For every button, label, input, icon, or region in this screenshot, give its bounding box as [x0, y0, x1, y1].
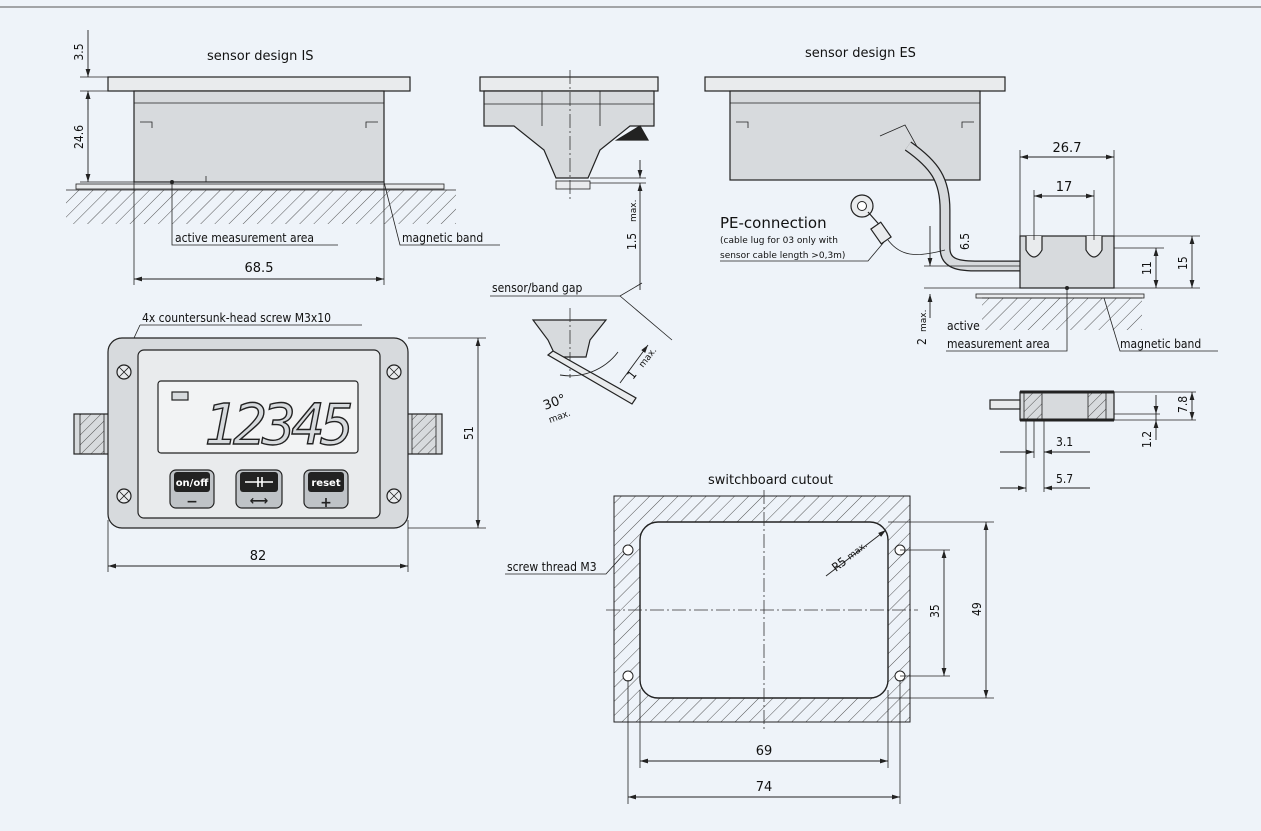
label-active-measurement-area: active measurement area	[175, 231, 314, 245]
sensor-es-title: sensor design ES	[805, 46, 916, 61]
dim-1-2: 1.2	[1140, 431, 1154, 448]
sensor-is-body	[133, 90, 385, 183]
switchboard-cutout-view: switchboard cutout screw thread M3 R5 ma…	[505, 473, 994, 804]
lcd-window	[157, 380, 359, 454]
label-sensor-band-gap: sensor/band gap	[492, 281, 582, 295]
dim-7-8: 7.8	[1176, 396, 1190, 413]
sensor-es-view: sensor design ES PE-connection (cable lu…	[704, 46, 1218, 352]
sensor-side-view: 1.5 max. sensor/band gap 1 max. 30° max.	[479, 70, 673, 426]
arrow-to-line-icon	[245, 477, 273, 487]
sensor-es-body	[729, 90, 981, 181]
dim-3-1: 3.1	[1056, 435, 1073, 449]
dim-26-7: 26.7	[1053, 141, 1082, 156]
tilted-sensor-detail	[531, 319, 608, 358]
display-front-view: 4x countersunk-head screw M3x10 12345 on…	[73, 311, 486, 572]
dim-5-7: 5.7	[1056, 472, 1073, 486]
dim-1-max: 1	[624, 368, 639, 382]
label-magnetic-band: magnetic band	[402, 231, 483, 245]
measure-mode-button[interactable]: ⟷	[235, 469, 283, 509]
dim-49: 49	[970, 602, 984, 616]
double-arrow-icon: ⟷	[250, 494, 269, 509]
svg-text:reset: reset	[311, 478, 340, 489]
screw-icon	[116, 364, 402, 504]
switchboard-title: switchboard cutout	[708, 473, 833, 488]
label-es-active: active	[947, 319, 980, 333]
sensor-is-view: sensor design IS 3.5 24.6 68.5 active me…	[66, 30, 500, 285]
dim-35: 35	[928, 604, 942, 618]
dim-24-6: 24.6	[72, 125, 86, 149]
dim-15: 15	[1176, 256, 1190, 270]
label-pe-note-1: (cable lug for 03 only with	[720, 236, 838, 246]
svg-text:max.: max.	[919, 310, 929, 332]
band-section-detail: 7.8 1.2 3.1 5.7	[989, 390, 1196, 492]
svg-text:on/off: on/off	[176, 478, 210, 489]
magnetic-band-is	[75, 183, 445, 190]
dim-r5: R5	[829, 554, 849, 574]
dim-51: 51	[462, 426, 476, 440]
svg-text:+: +	[320, 495, 332, 511]
label-screw-thread: screw thread M3	[507, 560, 597, 574]
sensor-side-body	[483, 90, 655, 179]
label-es-magnetic-band: magnetic band	[1120, 337, 1201, 351]
ground-hatch-is	[66, 190, 456, 224]
label-es-measurement-area: measurement area	[947, 337, 1050, 351]
dim-30-degrees: 30°	[541, 392, 568, 414]
reset-button[interactable]: reset +	[303, 469, 349, 511]
sensor-is-flange	[107, 76, 411, 92]
lcd-digits: 12345	[204, 393, 354, 458]
dim-17: 17	[1056, 180, 1073, 195]
label-screw-note: 4x countersunk-head screw M3x10	[142, 311, 331, 325]
dim-1-5: 1.5	[625, 233, 639, 250]
svg-text:−: −	[186, 494, 198, 510]
svg-text:max.: max.	[637, 346, 659, 370]
onoff-button[interactable]: on/off −	[169, 469, 215, 510]
dim-74: 74	[756, 780, 773, 795]
dim-82: 82	[250, 549, 267, 564]
svg-text:max.: max.	[629, 200, 639, 222]
dim-2-max: 2	[915, 338, 929, 345]
sensor-is-title: sensor design IS	[207, 49, 314, 64]
lcd-indicator	[171, 391, 189, 401]
dim-68-5: 68.5	[245, 261, 274, 276]
label-pe-note-2: sensor cable length >0,3m)	[720, 251, 845, 261]
dim-6-5: 6.5	[958, 233, 972, 250]
label-pe-connection: PE-connection	[720, 214, 827, 232]
dim-3-5: 3.5	[72, 43, 86, 60]
dim-11: 11	[1140, 261, 1154, 275]
dim-69: 69	[756, 744, 773, 759]
